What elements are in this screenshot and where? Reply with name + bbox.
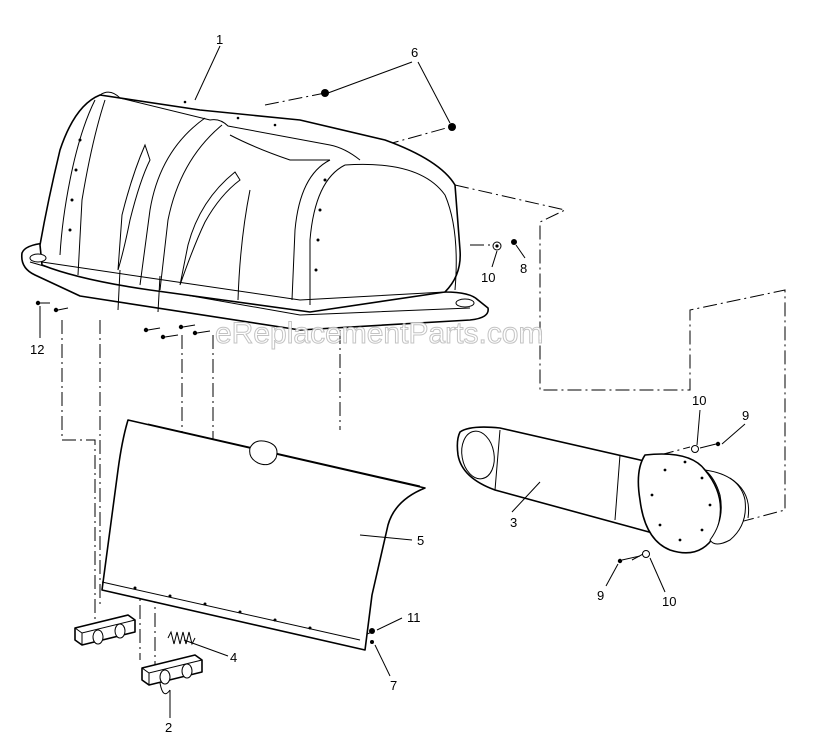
chute-tube — [456, 426, 750, 554]
callout-labels: 1 6 12 10 8 10 9 3 5 11 7 4 2 9 10 — [30, 32, 749, 735]
callout-5: 5 — [417, 533, 424, 548]
callout-leaders — [39, 45, 746, 718]
hinge-bracket-lower — [141, 654, 203, 695]
callout-12: 12 — [30, 342, 44, 357]
hinge-bracket-upper — [74, 614, 136, 646]
spring — [167, 630, 196, 646]
callout-2: 2 — [165, 720, 172, 735]
callout-10-bottom: 10 — [662, 594, 676, 609]
hardware — [35, 89, 721, 644]
callout-4: 4 — [230, 650, 237, 665]
callout-6: 6 — [411, 45, 418, 60]
deflector-plate — [101, 419, 426, 651]
callout-9-right: 9 — [742, 408, 749, 423]
callout-10-top: 10 — [481, 270, 495, 285]
callout-11: 11 — [407, 610, 421, 625]
watermark-text: eReplacementParts.com — [215, 317, 543, 350]
callout-8: 8 — [520, 261, 527, 276]
callout-3: 3 — [510, 515, 517, 530]
callout-10-right: 10 — [692, 393, 706, 408]
callout-9-bottom: 9 — [597, 588, 604, 603]
callout-7: 7 — [390, 678, 397, 693]
housing-cover — [20, 91, 489, 331]
callout-1: 1 — [216, 32, 223, 47]
